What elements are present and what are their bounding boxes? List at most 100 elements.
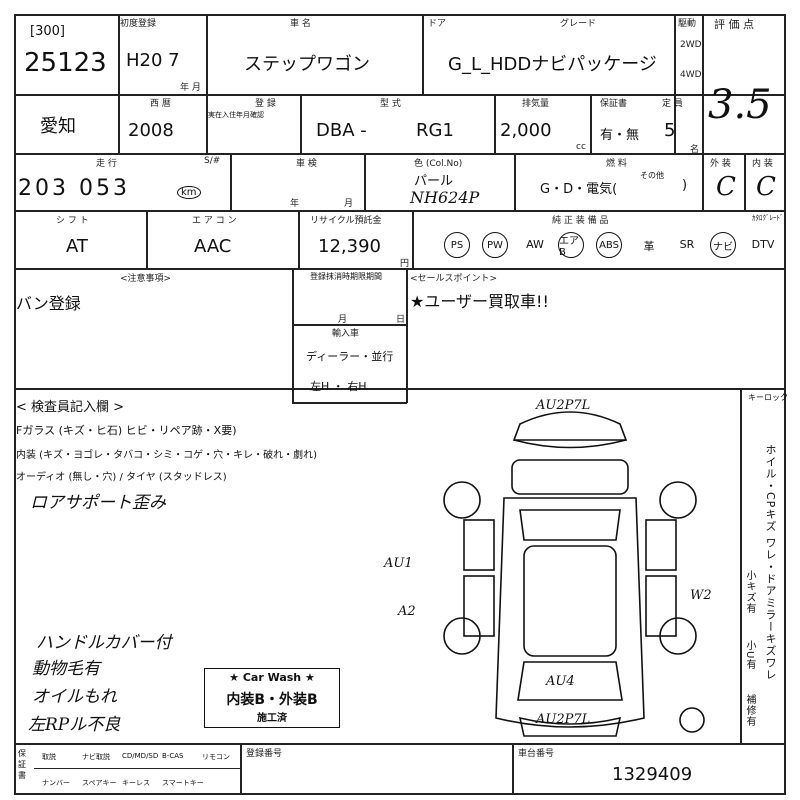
right-front-wheel [659,481,697,519]
left-front-door [463,519,495,571]
capacity-value: 5 [664,120,676,141]
prefecture: 愛知 [40,116,76,137]
mark-au4: AU4 [546,674,575,689]
checklist-item-3: B-CAS [162,752,184,760]
fuel-value: G・D・電気( [540,182,618,197]
frame-left [14,14,16,794]
vline [412,210,414,268]
vline [744,153,746,210]
carwash-grade: 内装B・外装B [226,692,318,708]
fuel-other: その他 [640,171,664,180]
drive-4wd: 4WD [680,70,702,80]
checklist2-item-2: キーレス [122,779,150,787]
drive-2wd: 2WD [680,40,702,50]
displacement: 2,000 [500,120,552,141]
vline [406,268,408,403]
catalog-label: ｶﾀﾛｸﾞﾚｰﾄﾞ [752,214,784,222]
checklist2-item-3: スマートキー [162,779,204,787]
vline [512,743,514,793]
int-label: 内 装 [752,159,773,169]
hand-note-animal-hair: 動物毛有 [32,659,100,679]
vline [230,153,232,210]
chassis-code: RG1 [416,120,454,141]
vline [364,153,366,210]
int-grade: C [756,172,776,202]
vline [674,14,676,153]
sales-label: <セールスポイント> [410,274,498,284]
inspection-month: 月 [344,199,354,209]
side-mark-2: 小U有 [744,640,755,671]
row-line-3 [14,210,786,212]
windshield-shape [519,509,621,541]
lot-prefix: [300] [30,24,65,39]
fuel-label: 燃 料 [606,159,627,169]
mark-a2: A2 [398,604,416,619]
left-rear-door [463,575,495,637]
fuel-close: ) [682,178,688,193]
side-mark-1: 小キズ有 [744,570,755,614]
score-label: 評 価 点 [714,18,754,31]
vline [494,94,496,153]
seireki-label: 西 暦 [150,99,171,109]
hline [292,324,407,326]
left-front-wheel [443,481,481,519]
hand-note-handle-cover: ハンドルカバー付 [36,633,172,653]
row-line-2 [14,153,786,155]
type-label: 型 式 [380,99,401,109]
recycle-fee: 12,390 [318,236,381,257]
keylock-label: キーロック [748,393,788,402]
equipment-SR: SR [679,238,695,251]
checklist2-item-0: ナンバー [42,779,70,787]
checklist-item-2: CD/MD/SD [122,752,159,760]
vline [118,14,120,153]
equipment-ナビ: ナビ [710,232,736,258]
equipment-PW: PW [482,232,508,258]
vline [300,94,302,153]
cc-unit: cc [576,142,586,152]
vline [590,94,592,153]
row-line-5 [14,388,786,390]
ext-label: 外 装 [710,159,731,169]
mark-w2: W2 [690,588,712,603]
warranty-value: 有・無 [600,128,640,143]
chassis-number: 1329409 [612,764,693,785]
notes-label: <注意事項> [120,274,172,284]
frame-top [14,14,786,16]
left-rear-wheel [443,617,481,655]
first-registration: H20 7 [126,50,180,71]
mark-au1: AU1 [384,556,413,571]
history-day: 日 [396,315,406,325]
checklist2-item-1: スペアキー [82,779,117,787]
sales-point: ★ユーザー買取車!! [410,292,549,311]
registration-label: 登 録 [255,99,276,109]
equip-label: 純 正 装 備 品 [552,216,609,226]
car-damage-diagram [443,411,705,737]
spare-wheel [679,707,705,733]
vline [422,14,424,94]
roof-shape [523,545,617,657]
interior-line: 内装 (キズ・ヨゴレ・タバコ・シミ・コゲ・穴・キレ・破れ・劇れ) [16,450,317,461]
equipment-革: 革 [643,240,655,253]
carwash-title: ★ Car Wash ★ [229,671,315,684]
row-line-6 [14,743,786,745]
mileage-unit: km [177,186,201,199]
glass-line: Fガラス (キズ・ヒ石) ヒビ・リペア跡・X要) [16,424,237,437]
nengo-label: 年 月 [180,83,201,93]
hline [292,402,407,404]
grade-value: G_L_HDDナビパッケージ [448,54,657,75]
checklist-item-0: 取説 [42,753,56,761]
s-label: S/# [204,156,221,166]
vline [206,14,208,153]
equipment-DTV: DTV [751,238,775,251]
body-shape [495,497,645,728]
history-label: 登録抹消時期限期間 [310,272,382,281]
hood-shape [511,459,629,495]
vline [514,153,516,210]
hand-note-oil-leak: オイルもれ [32,687,117,707]
rear-window-shape [517,661,623,701]
row-line-4 [14,268,786,270]
displacement-label: 排気量 [522,99,550,109]
audio-line: オーディオ (無し・穴) / タイヤ (スタッドレス) [16,472,227,483]
checklist-item-1: ナビ取説 [82,753,110,761]
